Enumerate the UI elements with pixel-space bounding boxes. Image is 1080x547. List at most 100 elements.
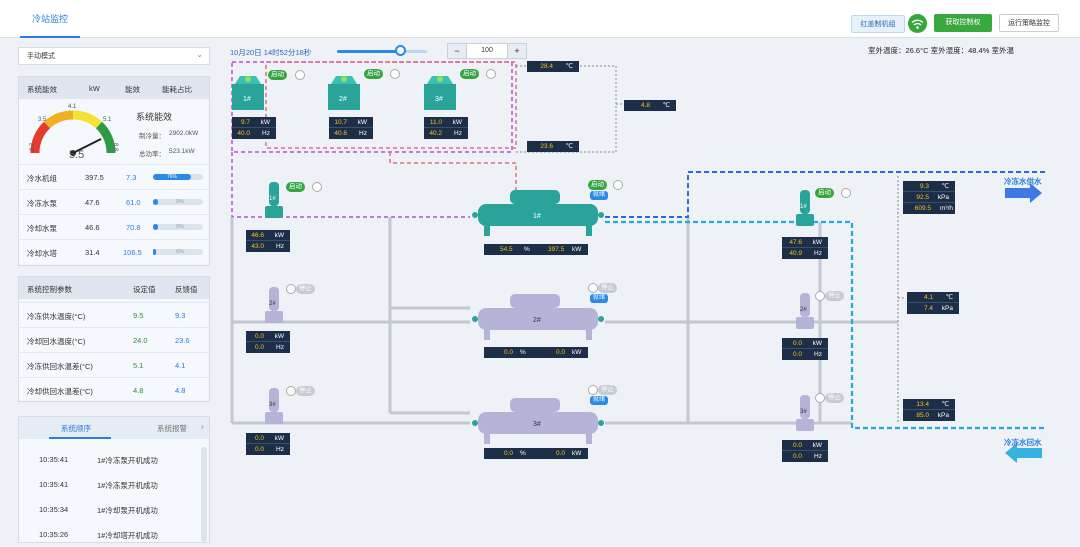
signal-icon[interactable] bbox=[908, 14, 927, 33]
status-badge: 启动 bbox=[588, 180, 607, 190]
status-badge: 启动 bbox=[364, 69, 383, 79]
status-badge: 启动 bbox=[268, 70, 287, 80]
gauge-value: 5.5 bbox=[69, 149, 85, 161]
status-badge: 启动 bbox=[460, 69, 479, 79]
speed-increase-button[interactable]: + bbox=[507, 43, 527, 59]
ready-badge: 就绪 bbox=[590, 191, 609, 200]
chiller-1[interactable]: 1# bbox=[470, 184, 606, 240]
pump-hz: 0.0 bbox=[792, 351, 802, 358]
control-row-name: 冷却回水温度(°C) bbox=[27, 337, 86, 346]
energy-row-eff: 106.5 bbox=[123, 248, 142, 257]
log-scrollbar[interactable] bbox=[201, 447, 207, 542]
diff-temp: 4.1 bbox=[923, 294, 933, 301]
log-row: 10:35:26 1#冷却塔开机成功 bbox=[19, 530, 199, 542]
outdoor-conditions: 室外温度：26.6°C 室外湿度：48.4% 室外温 bbox=[868, 46, 1014, 55]
strategy-monitor-button[interactable]: 运行策略监控 bbox=[999, 14, 1059, 32]
run-toggle[interactable] bbox=[613, 180, 623, 190]
control-row-set[interactable]: 4.8 bbox=[133, 386, 144, 395]
temp-value: 23.6 bbox=[540, 143, 553, 150]
tab-system-sequence[interactable]: 系统顺序 bbox=[61, 424, 91, 433]
log-tabs bbox=[19, 417, 209, 439]
energy-share-fill bbox=[153, 249, 156, 255]
energy-share-bar: 76% bbox=[153, 174, 203, 180]
chevron-right-icon[interactable]: › bbox=[201, 422, 204, 431]
cooling-tower-3[interactable]: 3# bbox=[422, 72, 458, 112]
cooling-pump-3[interactable]: 3# bbox=[263, 388, 285, 428]
unit-hz: Hz bbox=[454, 130, 462, 137]
unit-pct: % bbox=[520, 349, 526, 356]
chilled-pump-3[interactable]: 3# bbox=[794, 395, 816, 435]
tab-system-alarm[interactable]: 系统报警 bbox=[157, 424, 187, 433]
control-row-feedback: 4.1 bbox=[175, 361, 186, 370]
get-control-button[interactable]: 获取控制权 bbox=[934, 14, 992, 32]
unit-flow: m³/h bbox=[940, 205, 953, 212]
energy-share-label: 6% bbox=[176, 249, 184, 255]
time-slider-handle[interactable] bbox=[395, 45, 406, 56]
run-toggle[interactable] bbox=[286, 386, 296, 396]
speed-input[interactable]: 100 bbox=[467, 43, 507, 59]
chilled-pump-2[interactable]: 2# bbox=[794, 293, 816, 333]
chiller-kw: 397.5 bbox=[548, 246, 565, 253]
run-toggle[interactable] bbox=[295, 70, 305, 80]
control-row: 冷却回水温度(°C) 24.0 23.6 bbox=[19, 327, 209, 352]
cooling-value: 2902.0kW bbox=[169, 130, 199, 137]
run-toggle[interactable] bbox=[312, 182, 322, 192]
energy-header-col: 能耗占比 bbox=[162, 85, 192, 94]
tower-kw: 9.7 bbox=[240, 119, 250, 126]
chiller-id: 1# bbox=[533, 213, 541, 220]
chilled-pump-1[interactable]: 1# bbox=[794, 190, 816, 230]
chevron-down-icon: ⌄ bbox=[196, 50, 203, 59]
control-params-panel: 系统控制参数 设定值 反馈值 冷冻供水温度(°C) 9.5 9.3 冷却回水温度… bbox=[18, 276, 210, 402]
mode-select[interactable]: 手动模式 ⌄ bbox=[18, 47, 210, 65]
pump-id: 2# bbox=[269, 301, 276, 307]
tab-station-monitor[interactable]: 冷站监控 bbox=[20, 12, 80, 38]
unit-c: ℃ bbox=[565, 63, 573, 70]
chiller-load: 54.5 bbox=[500, 246, 513, 253]
status-badge: 停止 bbox=[825, 291, 844, 301]
status-badge: 停止 bbox=[825, 393, 844, 403]
speed-decrease-button[interactable]: − bbox=[447, 43, 467, 59]
run-toggle[interactable] bbox=[815, 291, 825, 301]
chiller-3[interactable]: 3# bbox=[470, 392, 606, 448]
run-toggle[interactable] bbox=[588, 283, 598, 293]
ready-badge: 就绪 bbox=[590, 396, 609, 405]
control-row-set[interactable]: 9.5 bbox=[133, 311, 144, 320]
gauge-mark-low: 3.5 bbox=[38, 117, 47, 123]
energy-share-label: 9% bbox=[176, 224, 184, 230]
gauge-title: 系统能效 bbox=[136, 112, 173, 122]
chiller-2[interactable]: 2# bbox=[470, 288, 606, 344]
energy-header-col: 能效 bbox=[125, 85, 140, 94]
cooling-tower-2[interactable]: 2# bbox=[326, 72, 362, 112]
chiller-id: 2# bbox=[533, 317, 541, 324]
run-toggle[interactable] bbox=[588, 385, 598, 395]
control-row-name: 冷冻供回水温差(°C) bbox=[27, 362, 93, 371]
unit-kpa: kPa bbox=[937, 194, 949, 201]
run-toggle[interactable] bbox=[286, 284, 296, 294]
cooling-pump-1[interactable]: 1# bbox=[263, 182, 285, 222]
unit-hz: Hz bbox=[814, 250, 822, 257]
tower-supply-temp: 28.4 ℃ bbox=[527, 61, 579, 72]
status-badge: 启动 bbox=[286, 182, 305, 192]
chiller-load: 0.0 bbox=[504, 349, 514, 356]
control-row-set[interactable]: 5.1 bbox=[133, 361, 144, 370]
control-row-name: 冷冻供水温度(°C) bbox=[27, 312, 86, 321]
unit-hz: Hz bbox=[276, 243, 284, 250]
run-toggle[interactable] bbox=[390, 69, 400, 79]
control-row-set[interactable]: 24.0 bbox=[133, 336, 148, 345]
unit-pct: % bbox=[524, 246, 530, 253]
status-badge: 停止 bbox=[598, 385, 617, 395]
pump-id: 2# bbox=[800, 307, 807, 313]
chiller-control-button[interactable]: 红盖制机组 bbox=[851, 15, 905, 33]
unit-c: ℃ bbox=[662, 102, 670, 109]
cooling-tower-1[interactable]: 1# bbox=[230, 72, 266, 112]
cooling-pump-2[interactable]: 2# bbox=[263, 287, 285, 327]
run-toggle[interactable] bbox=[486, 69, 496, 79]
run-toggle[interactable] bbox=[841, 188, 851, 198]
unit-kw: kW bbox=[357, 119, 367, 126]
temp-value: 28.4 bbox=[540, 63, 553, 70]
control-header-col: 反馈值 bbox=[175, 285, 198, 294]
run-toggle[interactable] bbox=[815, 393, 825, 403]
